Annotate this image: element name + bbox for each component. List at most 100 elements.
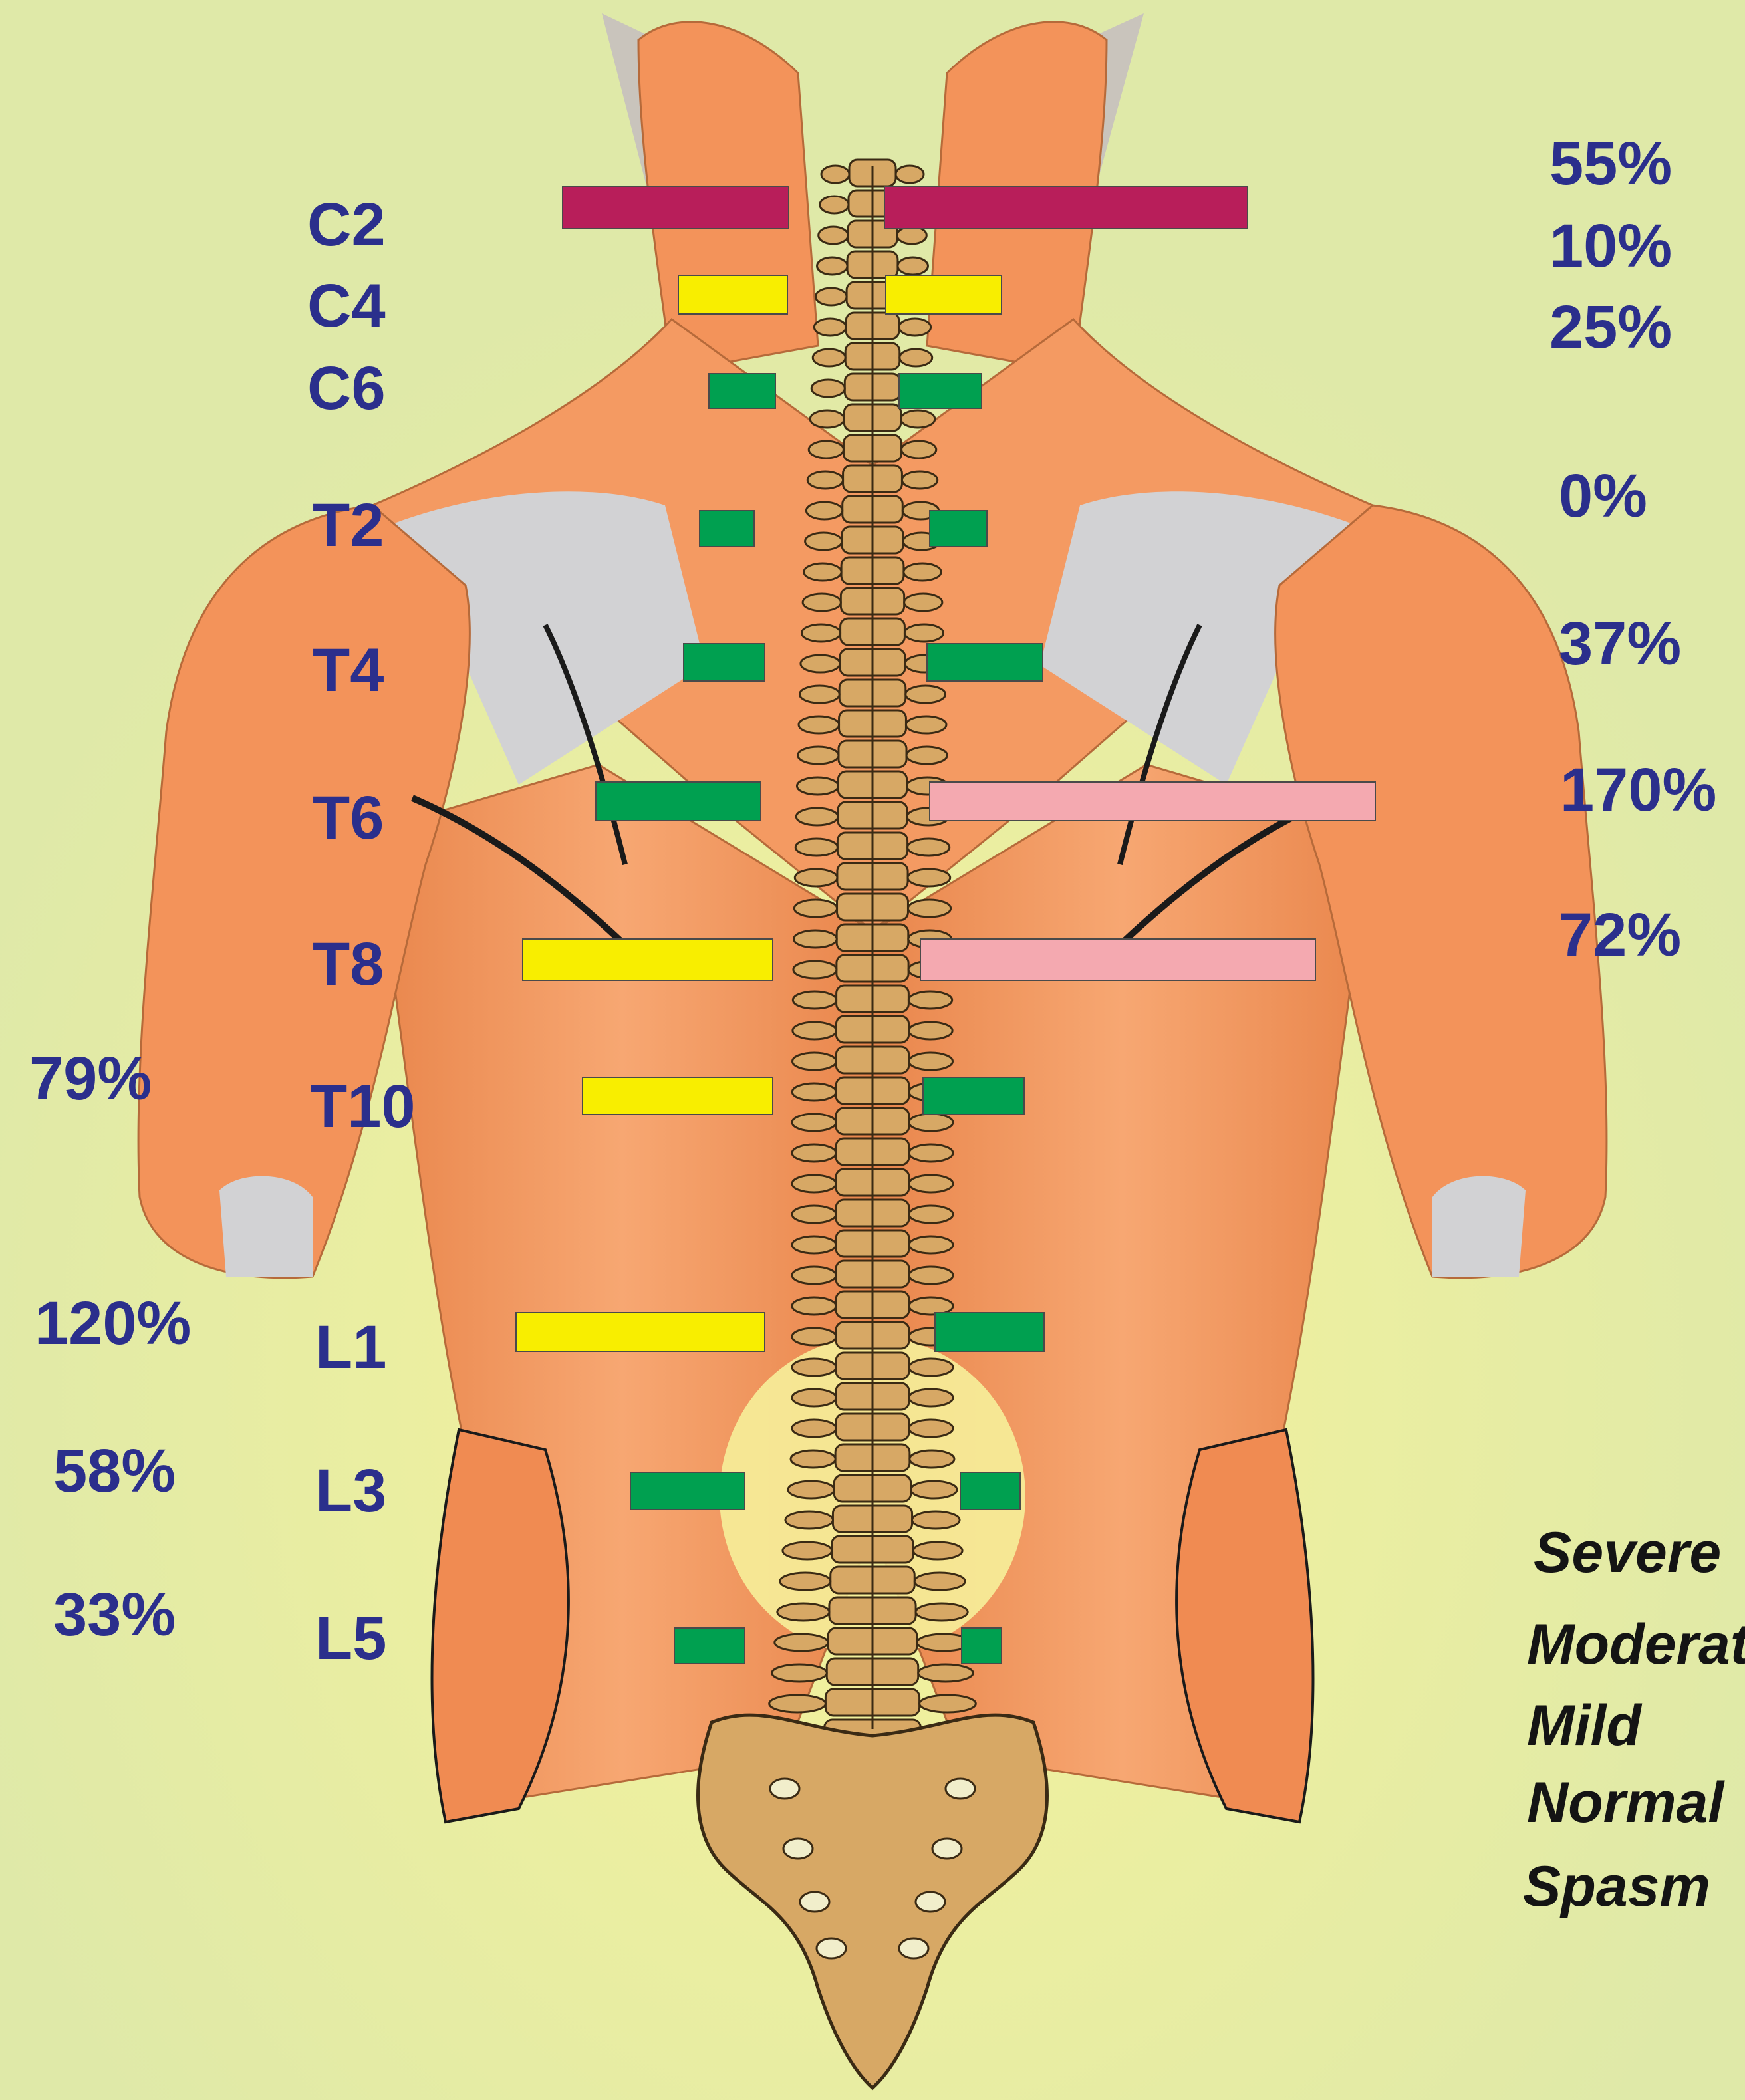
transverse-process	[908, 991, 952, 1009]
severity-bar-t6-left	[596, 782, 761, 821]
transverse-process	[909, 1022, 953, 1039]
transverse-process	[792, 1144, 836, 1162]
transverse-process	[795, 839, 837, 856]
sacral-foramen	[770, 1779, 799, 1799]
vertebra-label-l5: L5	[315, 1608, 386, 1669]
severity-bar-c4-left	[678, 275, 787, 314]
transverse-process	[799, 686, 839, 703]
severity-bar-t8-left	[523, 939, 773, 980]
transverse-process	[913, 1542, 962, 1559]
transverse-process	[900, 349, 932, 366]
transverse-process	[908, 839, 950, 856]
transverse-process	[908, 900, 950, 917]
transverse-process	[896, 166, 924, 183]
percent-left-t10: 79%	[29, 1048, 152, 1109]
transverse-process	[814, 319, 846, 336]
transverse-process	[914, 1573, 965, 1590]
vertebra-label-c2: C2	[307, 194, 386, 255]
vertebra-label-l3: L3	[315, 1460, 386, 1521]
severity-bar-c6-right	[899, 374, 982, 408]
transverse-process	[792, 1359, 836, 1376]
transverse-process	[904, 563, 941, 581]
percent-right-t2: 0%	[1559, 465, 1647, 527]
transverse-process	[775, 1634, 828, 1651]
sacral-foramen	[800, 1892, 829, 1912]
transverse-process	[772, 1664, 827, 1682]
transverse-process	[909, 1114, 953, 1131]
transverse-process	[898, 257, 928, 275]
transverse-process	[909, 1359, 953, 1376]
transverse-process	[798, 747, 839, 764]
transverse-process	[813, 349, 845, 366]
transverse-process	[792, 1420, 836, 1437]
transverse-process	[909, 1267, 953, 1284]
severity-bar-c2-left	[563, 186, 789, 229]
sacral-foramen	[946, 1779, 975, 1799]
elbow-right	[1432, 1176, 1526, 1277]
transverse-process	[908, 869, 950, 886]
percent-right-t4: 37%	[1559, 613, 1681, 674]
vertebra-label-c4: C4	[307, 275, 386, 336]
sacral-foramen	[899, 1938, 928, 1958]
vertebra-label-t10: T10	[310, 1076, 416, 1137]
severity-bar-t4-left	[684, 644, 765, 681]
transverse-process	[909, 1053, 953, 1070]
severity-bar-t2-left	[700, 511, 754, 547]
transverse-process	[795, 869, 837, 886]
transverse-process	[792, 1389, 836, 1406]
transverse-process	[909, 1236, 953, 1253]
severity-bar-l1-left	[516, 1313, 765, 1351]
transverse-process	[909, 1206, 953, 1223]
percent-right-c4: 10%	[1549, 215, 1672, 277]
transverse-process	[910, 1450, 954, 1468]
severity-bar-t6-right	[930, 782, 1375, 821]
severity-bar-l1-right	[935, 1313, 1044, 1351]
transverse-process	[783, 1542, 832, 1559]
vertebra-label-c6: C6	[307, 358, 386, 419]
vertebra-label-t6: T6	[313, 787, 384, 849]
transverse-process	[780, 1573, 831, 1590]
transverse-process	[820, 196, 849, 213]
transverse-process	[906, 716, 946, 733]
transverse-process	[902, 471, 937, 489]
transverse-process	[904, 594, 942, 611]
transverse-process	[785, 1511, 833, 1529]
vertebra-label-t2: T2	[313, 495, 384, 556]
transverse-process	[792, 1114, 836, 1131]
transverse-process	[792, 1328, 836, 1345]
transverse-process	[793, 961, 837, 978]
transverse-process	[792, 1297, 836, 1315]
severity-bar-t8-right	[920, 939, 1315, 980]
severity-bar-l3-left	[630, 1472, 745, 1509]
transverse-process	[792, 1267, 836, 1284]
sacral-foramen	[916, 1892, 945, 1912]
transverse-process	[799, 716, 839, 733]
transverse-process	[810, 410, 844, 428]
transverse-process	[804, 563, 841, 581]
transverse-process	[815, 288, 847, 305]
transverse-process	[909, 1389, 953, 1406]
transverse-process	[801, 655, 840, 672]
vertebra-label-t4: T4	[313, 640, 384, 701]
sacral-foramen	[932, 1839, 962, 1859]
elbow-left	[219, 1176, 313, 1277]
transverse-process	[792, 1053, 836, 1070]
transverse-process	[792, 1083, 836, 1101]
percent-left-l1: 120%	[35, 1293, 191, 1354]
transverse-process	[792, 1206, 836, 1223]
transverse-process	[807, 471, 843, 489]
transverse-process	[909, 1144, 953, 1162]
transverse-process	[792, 1175, 836, 1192]
transverse-process	[906, 686, 946, 703]
transverse-process	[788, 1481, 834, 1498]
transverse-process	[906, 747, 947, 764]
transverse-process	[803, 594, 841, 611]
sacral-foramen	[817, 1938, 846, 1958]
transverse-process	[819, 227, 848, 244]
transverse-process	[794, 900, 837, 917]
transverse-process	[791, 1450, 835, 1468]
transverse-process	[911, 1481, 957, 1498]
transverse-process	[909, 1420, 953, 1437]
vertebra-label-t8: T8	[313, 934, 384, 995]
